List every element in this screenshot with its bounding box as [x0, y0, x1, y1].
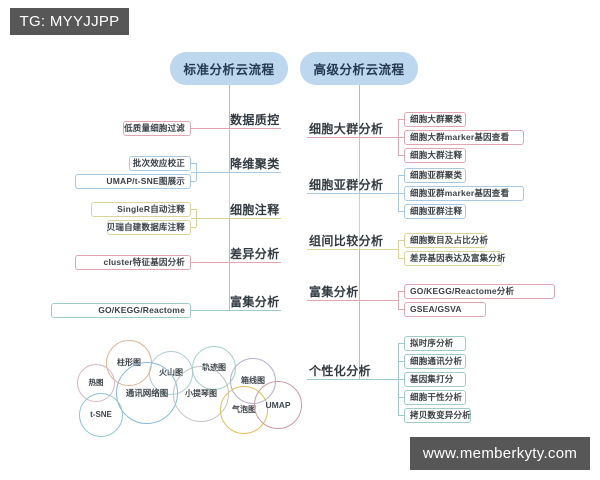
left-branch-label-3[interactable]: 差异分析 [230, 247, 280, 261]
watermark-top-tag: TG: MYYJJPP [10, 8, 129, 35]
right-trunk-segment-3 [359, 249, 361, 300]
watermark-bottom-url: www.memberkyty.com [410, 437, 590, 470]
right-leaf-stub-1-1 [398, 193, 404, 195]
right-leaf-4-1[interactable]: 细胞通讯分析 [404, 353, 466, 369]
right-branch-line-0 [359, 137, 398, 139]
right-branch-label-3[interactable]: 富集分析 [309, 285, 359, 299]
left-trunk-segment-1 [229, 128, 231, 172]
right-leaf-4-0[interactable]: 拟时序分析 [404, 335, 466, 351]
right-leaf-4-4[interactable]: 拷贝数变异分析 [404, 407, 472, 423]
right-leaf-1-1[interactable]: 细胞亚群marker基因查看 [404, 185, 525, 201]
root-node-advanced-pipeline[interactable]: 高级分析云流程 [300, 52, 418, 85]
left-leaf-4-0[interactable]: GO/KEGG/Reactome [51, 302, 191, 318]
left-bracket-1 [196, 163, 198, 181]
right-leaf-0-1[interactable]: 细胞大群marker基因查看 [404, 129, 525, 145]
right-leaf-stub-0-0 [398, 119, 404, 121]
left-leaf-stub-2-0 [191, 209, 196, 211]
right-branch-label-2[interactable]: 组间比较分析 [309, 234, 384, 248]
right-leaf-4-2[interactable]: 基因集打分 [404, 371, 466, 387]
right-branch-line-2 [359, 249, 398, 251]
left-branch-line-right-0 [229, 128, 281, 130]
right-branch-line-4 [359, 379, 398, 381]
left-trunk-segment-0 [229, 85, 231, 128]
right-branch-line-left-3 [307, 300, 359, 302]
right-leaf-0-2[interactable]: 细胞大群注释 [404, 147, 466, 163]
left-trunk-segment-2 [229, 172, 231, 218]
left-branch-label-2[interactable]: 细胞注释 [230, 203, 280, 217]
left-leaf-1-0[interactable]: 批次效应校正 [129, 155, 191, 171]
bubble-t-SNE[interactable]: t-SNE [79, 393, 123, 437]
right-leaf-3-0[interactable]: GO/KEGG/Reactome分析 [404, 283, 555, 299]
right-leaf-0-0[interactable]: 细胞大群聚类 [404, 111, 466, 127]
right-leaf-stub-0-1 [398, 137, 404, 139]
right-leaf-stub-4-1 [398, 361, 404, 363]
right-bracket-4 [398, 343, 400, 415]
left-branch-line-2 [191, 218, 229, 220]
right-leaf-stub-2-0 [398, 240, 404, 242]
left-leaf-0-0[interactable]: 低质量细胞过滤 [123, 120, 191, 136]
right-trunk-segment-0 [359, 85, 361, 137]
right-leaf-stub-3-0 [398, 291, 404, 293]
right-leaf-2-0[interactable]: 细胞数目及占比分析 [404, 232, 488, 248]
right-branch-line-left-0 [307, 137, 359, 139]
left-branch-line-0 [191, 128, 229, 130]
left-leaf-2-1[interactable]: 贝瑞自建数据库注释 [107, 219, 191, 235]
right-leaf-2-1[interactable]: 差异基因表达及富集分析 [404, 250, 506, 266]
left-branch-line-right-3 [229, 262, 281, 264]
right-leaf-stub-3-1 [398, 309, 404, 311]
left-leaf-1-1[interactable]: UMAP/t-SNE图展示 [75, 173, 191, 189]
left-leaf-stub-2-1 [191, 227, 196, 229]
right-leaf-stub-2-1 [398, 258, 404, 260]
right-bracket-2 [398, 240, 400, 258]
right-branch-label-0[interactable]: 细胞大群分析 [309, 122, 384, 136]
left-branch-line-right-4 [229, 310, 281, 312]
right-leaf-4-3[interactable]: 细胞干性分析 [404, 389, 466, 405]
left-leaf-3-0[interactable]: cluster特征基因分析 [75, 254, 191, 270]
left-branch-line-3 [191, 262, 229, 264]
right-branch-line-3 [359, 300, 398, 302]
right-leaf-3-1[interactable]: GSEA/GSVA [404, 301, 487, 317]
right-branch-label-4[interactable]: 个性化分析 [309, 364, 372, 378]
left-leaf-2-0[interactable]: SingleR自动注释 [91, 201, 191, 217]
right-leaf-1-0[interactable]: 细胞亚群聚类 [404, 167, 466, 183]
left-branch-line-1 [191, 172, 229, 174]
root-node-standard-pipeline[interactable]: 标准分析云流程 [170, 52, 288, 85]
right-leaf-stub-4-2 [398, 379, 404, 381]
left-bracket-2 [196, 209, 198, 227]
right-leaf-stub-4-4 [398, 415, 404, 417]
right-bracket-3 [398, 291, 400, 309]
left-branch-line-right-2 [229, 218, 281, 220]
right-leaf-stub-4-0 [398, 343, 404, 345]
left-trunk-segment-4 [229, 262, 231, 310]
left-branch-line-4 [191, 310, 229, 312]
right-trunk-segment-4 [359, 300, 361, 379]
right-bracket-1 [398, 175, 400, 211]
right-leaf-1-2[interactable]: 细胞亚群注释 [404, 203, 466, 219]
left-branch-label-1[interactable]: 降维聚类 [230, 157, 280, 171]
right-trunk-segment-1 [359, 137, 361, 193]
right-branch-line-left-1 [307, 193, 359, 195]
right-branch-line-left-2 [307, 249, 359, 251]
right-bracket-0 [398, 119, 400, 155]
right-leaf-stub-4-3 [398, 397, 404, 399]
right-branch-line-1 [359, 193, 398, 195]
right-trunk-segment-2 [359, 193, 361, 249]
left-leaf-stub-1-1 [191, 181, 196, 183]
right-branch-line-left-4 [307, 379, 359, 381]
right-branch-label-1[interactable]: 细胞亚群分析 [309, 178, 384, 192]
right-leaf-stub-0-2 [398, 155, 404, 157]
left-branch-label-4[interactable]: 富集分析 [230, 295, 280, 309]
right-leaf-stub-1-2 [398, 211, 404, 213]
left-branch-label-0[interactable]: 数据质控 [230, 113, 280, 127]
left-leaf-stub-1-0 [191, 163, 196, 165]
left-trunk-segment-3 [229, 218, 231, 262]
bubble-UMAP[interactable]: UMAP [254, 381, 302, 429]
left-branch-line-right-1 [229, 172, 281, 174]
right-leaf-stub-1-0 [398, 175, 404, 177]
bubble-通讯网络图[interactable]: 通讯网络图 [116, 362, 178, 424]
